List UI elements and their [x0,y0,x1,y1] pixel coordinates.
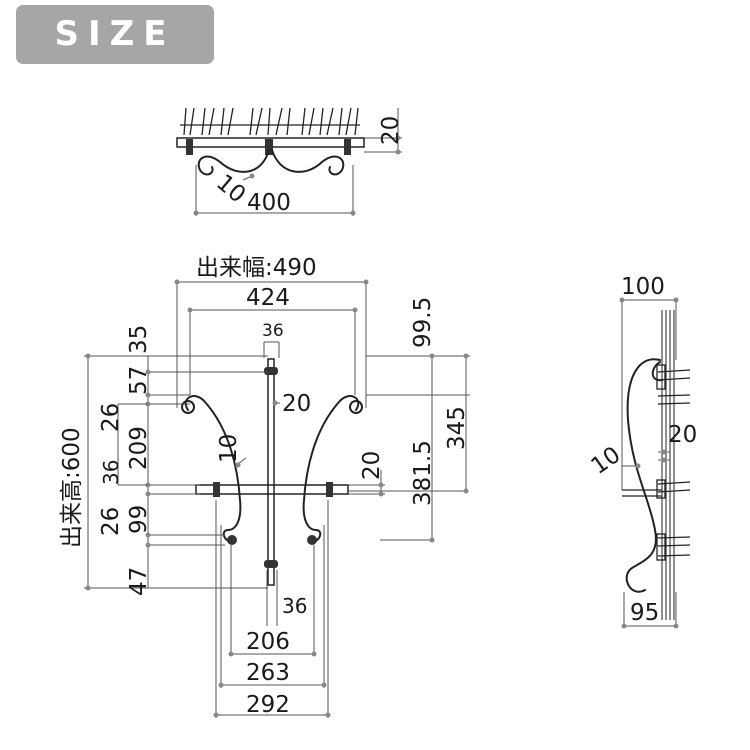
front-view-h-381-5-label: 381.5 [410,440,436,506]
top-view-scroll-left [197,149,270,176]
front-view-h-26-bottom-label: 26 [98,507,124,536]
front-view-width-292-label: 292 [246,692,290,718]
side-view-scroll [625,358,661,593]
front-view-width-36-bottom-label: 36 [282,594,307,618]
front-view-h-99-5-label: 99.5 [410,297,436,348]
side-view: 100 10 20 95 [587,274,697,629]
front-view-width-36-top-label: 36 [262,321,284,341]
top-view: 20 10 400 [176,107,404,216]
front-view-width-263-label: 263 [246,660,290,686]
top-view-bar-label: 10 [211,170,250,209]
front-view-post-cap-bottom [264,560,278,568]
front-view-overall-width-label: 出来幅:490 [196,255,317,281]
front-view-shelf-20-label: 20 [359,451,385,480]
front-view-post [267,358,275,586]
front-view-scroll-right [302,395,360,543]
front-view-h-209-label: 209 [126,426,152,470]
top-view-hooks [180,107,360,136]
size-badge-label: SIZE [54,14,176,54]
side-view-shelf-top [622,489,662,497]
side-view-bar-label: 10 [587,442,626,480]
size-badge: SIZE [16,5,214,64]
front-view-shelf-clip-left [213,482,220,497]
front-view-bar-20-label: 20 [282,391,311,417]
front-view-shelf-bar [195,484,349,495]
top-view-scroll-right [271,149,345,176]
side-view-depth-top-label: 100 [621,274,665,300]
front-view-overall-height-label: 出来高:600 [59,427,85,548]
front-view-scroll-left [184,395,242,543]
front-view-h-36-label: 36 [99,460,123,485]
top-view-width-label: 400 [247,190,291,216]
front-view-shelf-clip-right [326,482,333,497]
top-view-clip-center [265,139,273,155]
front-view-width-424-label: 424 [246,285,290,311]
front-view: 出来幅:490 424 36 20 10 20 36 206 263 292 出… [59,255,470,718]
side-view-wall [661,310,675,620]
side-view-shelf-label: 20 [668,422,697,448]
top-view-clip-right [344,139,351,155]
front-view-h-35-label: 35 [126,325,152,354]
front-view-h-99-label: 99 [126,505,152,534]
front-view-h-345-label: 345 [444,406,470,450]
front-view-post-cap-top [264,367,278,375]
front-view-h-26-top-label: 26 [98,403,124,432]
front-view-width-206-label: 206 [246,629,290,655]
front-view-h-57-label: 57 [126,366,152,395]
top-view-clip-left [186,139,193,155]
front-view-h-47-label: 47 [126,567,152,596]
front-view-bar-10-label: 10 [216,434,242,463]
top-view-height-label: 20 [378,116,404,145]
side-view-depth-bottom-label: 95 [630,600,659,626]
